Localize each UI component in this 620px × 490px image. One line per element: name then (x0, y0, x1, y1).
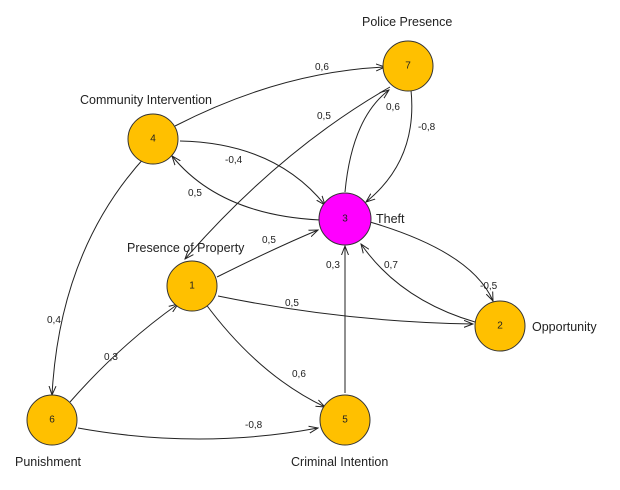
weight-6-to-1: 0,3 (104, 352, 118, 363)
edge-4-to-7 (174, 67, 385, 127)
node-3-circle (318, 192, 372, 246)
weight-7-to-3: -0,8 (418, 122, 436, 133)
edge-4-to-3 (179, 140, 325, 205)
edge-1-to-5 (204, 302, 325, 407)
label-punishment: Punishment (15, 455, 82, 469)
node-5-criminal-intention: 5 (319, 394, 371, 446)
edge-1-to-2 (217, 295, 473, 324)
node-1-id: 1 (189, 281, 195, 292)
weight-3-to-2: -0,5 (480, 281, 498, 292)
edge-3-to-4 (172, 156, 321, 221)
node-labels: Police Presence Community Intervention T… (15, 15, 597, 469)
edge-3-to-2 (369, 221, 493, 301)
node-5-circle (319, 394, 371, 446)
node-4-community-intervention: 4 (127, 113, 179, 165)
edge-7-to-3 (366, 89, 413, 202)
weight-7-to-1: 0,5 (317, 111, 331, 122)
weight-6-to-5: -0,8 (245, 420, 263, 431)
weight-4-to-6: 0,4 (47, 315, 61, 326)
node-6-circle (26, 394, 78, 446)
weight-3-to-4: 0,5 (188, 188, 202, 199)
node-6-id: 6 (49, 415, 55, 426)
weight-2-to-3: 0,7 (384, 260, 398, 271)
weight-4-to-7: 0,6 (315, 62, 329, 73)
edge-3-to-7 (344, 90, 389, 193)
node-7-id: 7 (405, 61, 411, 72)
node-4-id: 4 (150, 134, 156, 145)
node-3-id: 3 (342, 214, 348, 225)
label-criminal-intention: Criminal Intention (291, 455, 388, 469)
node-1-presence-of-property: 1 (166, 260, 218, 312)
weight-5-to-3: 0,3 (326, 260, 340, 271)
weight-1-to-5: 0,6 (292, 369, 306, 380)
weight-3-to-7: 0,6 (386, 102, 400, 113)
edge-7-to-1 (185, 86, 391, 259)
edges (52, 67, 493, 440)
edge-weights: 0,6 0,5 0,6 -0,8 -0,4 0,5 0,5 -0,5 0,7 0… (47, 62, 498, 431)
edge-6-to-5 (77, 428, 318, 440)
edge-1-to-3 (216, 230, 318, 278)
node-6-punishment: 6 (26, 394, 78, 446)
node-3-theft: 3 (318, 192, 372, 246)
node-7-police-presence: 7 (382, 40, 434, 92)
node-7-circle (382, 40, 434, 92)
weight-4-to-3: -0,4 (225, 155, 243, 166)
label-community-intervention: Community Intervention (80, 93, 212, 107)
edge-6-to-1 (69, 304, 178, 403)
node-2-circle (474, 300, 526, 352)
node-2-opportunity: 2 (474, 300, 526, 352)
nodes: 7 4 3 1 2 6 5 (26, 40, 526, 446)
edge-4-to-6 (52, 156, 146, 395)
node-1-circle (166, 260, 218, 312)
node-5-id: 5 (342, 415, 348, 426)
weight-1-to-3: 0,5 (262, 235, 276, 246)
label-police-presence: Police Presence (362, 15, 452, 29)
edge-2-to-3 (361, 244, 476, 323)
node-4-circle (127, 113, 179, 165)
node-2-id: 2 (497, 321, 503, 332)
weight-1-to-2: 0,5 (285, 298, 299, 309)
label-opportunity: Opportunity (532, 320, 597, 334)
label-presence-of-property: Presence of Property (127, 241, 245, 255)
label-theft: Theft (376, 212, 405, 226)
